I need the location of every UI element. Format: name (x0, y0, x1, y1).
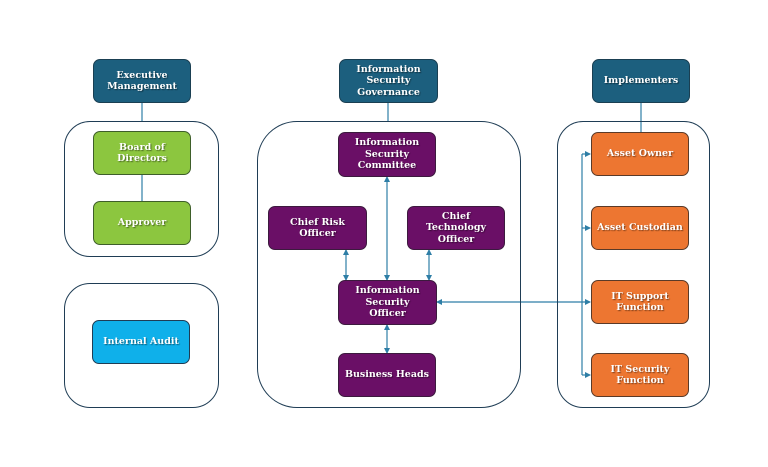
audit-group (64, 283, 219, 408)
asset-custodian-box[interactable]: Asset Custodian (591, 206, 689, 250)
chief-risk-officer-box[interactable]: Chief Risk Officer (268, 206, 367, 250)
it-support-function-label: IT Support Function (611, 290, 669, 314)
security-officer-box[interactable]: Information Security Officer (338, 280, 437, 325)
asset-custodian-label: Asset Custodian (597, 222, 683, 234)
security-officer-label: Information Security Officer (355, 285, 420, 320)
it-security-function-box[interactable]: IT Security Function (591, 353, 689, 397)
executive-management-label: Executive Management (107, 69, 177, 93)
governance-header[interactable]: Information Security Governance (339, 59, 438, 103)
internal-audit-label: Internal Audit (103, 336, 179, 348)
governance-label: Information Security Governance (356, 63, 421, 98)
executive-group (64, 121, 219, 257)
executive-management-header[interactable]: Executive Management (93, 59, 191, 103)
implementers-label: Implementers (603, 75, 679, 87)
implementers-group (557, 121, 710, 408)
governance-group (257, 121, 521, 408)
business-heads-box[interactable]: Business Heads (338, 353, 436, 397)
business-heads-label: Business Heads (344, 369, 429, 381)
it-security-function-label: IT Security Function (610, 363, 670, 387)
chief-technology-officer-label: Chief Technology Officer (425, 210, 487, 245)
implementers-header[interactable]: Implementers (592, 59, 690, 103)
board-of-directors-label: Board of Directors (117, 141, 167, 165)
approver-box[interactable]: Approver (93, 201, 191, 245)
board-of-directors-box[interactable]: Board of Directors (93, 131, 191, 175)
security-committee-label: Information Security Committee (354, 137, 420, 172)
asset-owner-label: Asset Owner (606, 148, 674, 160)
chief-technology-officer-box[interactable]: Chief Technology Officer (407, 206, 505, 250)
asset-owner-box[interactable]: Asset Owner (591, 132, 689, 176)
it-support-function-box[interactable]: IT Support Function (591, 280, 689, 324)
approver-label: Approver (117, 217, 167, 229)
security-committee-box[interactable]: Information Security Committee (338, 132, 436, 177)
internal-audit-box[interactable]: Internal Audit (92, 320, 190, 364)
chief-risk-officer-label: Chief Risk Officer (290, 216, 345, 240)
